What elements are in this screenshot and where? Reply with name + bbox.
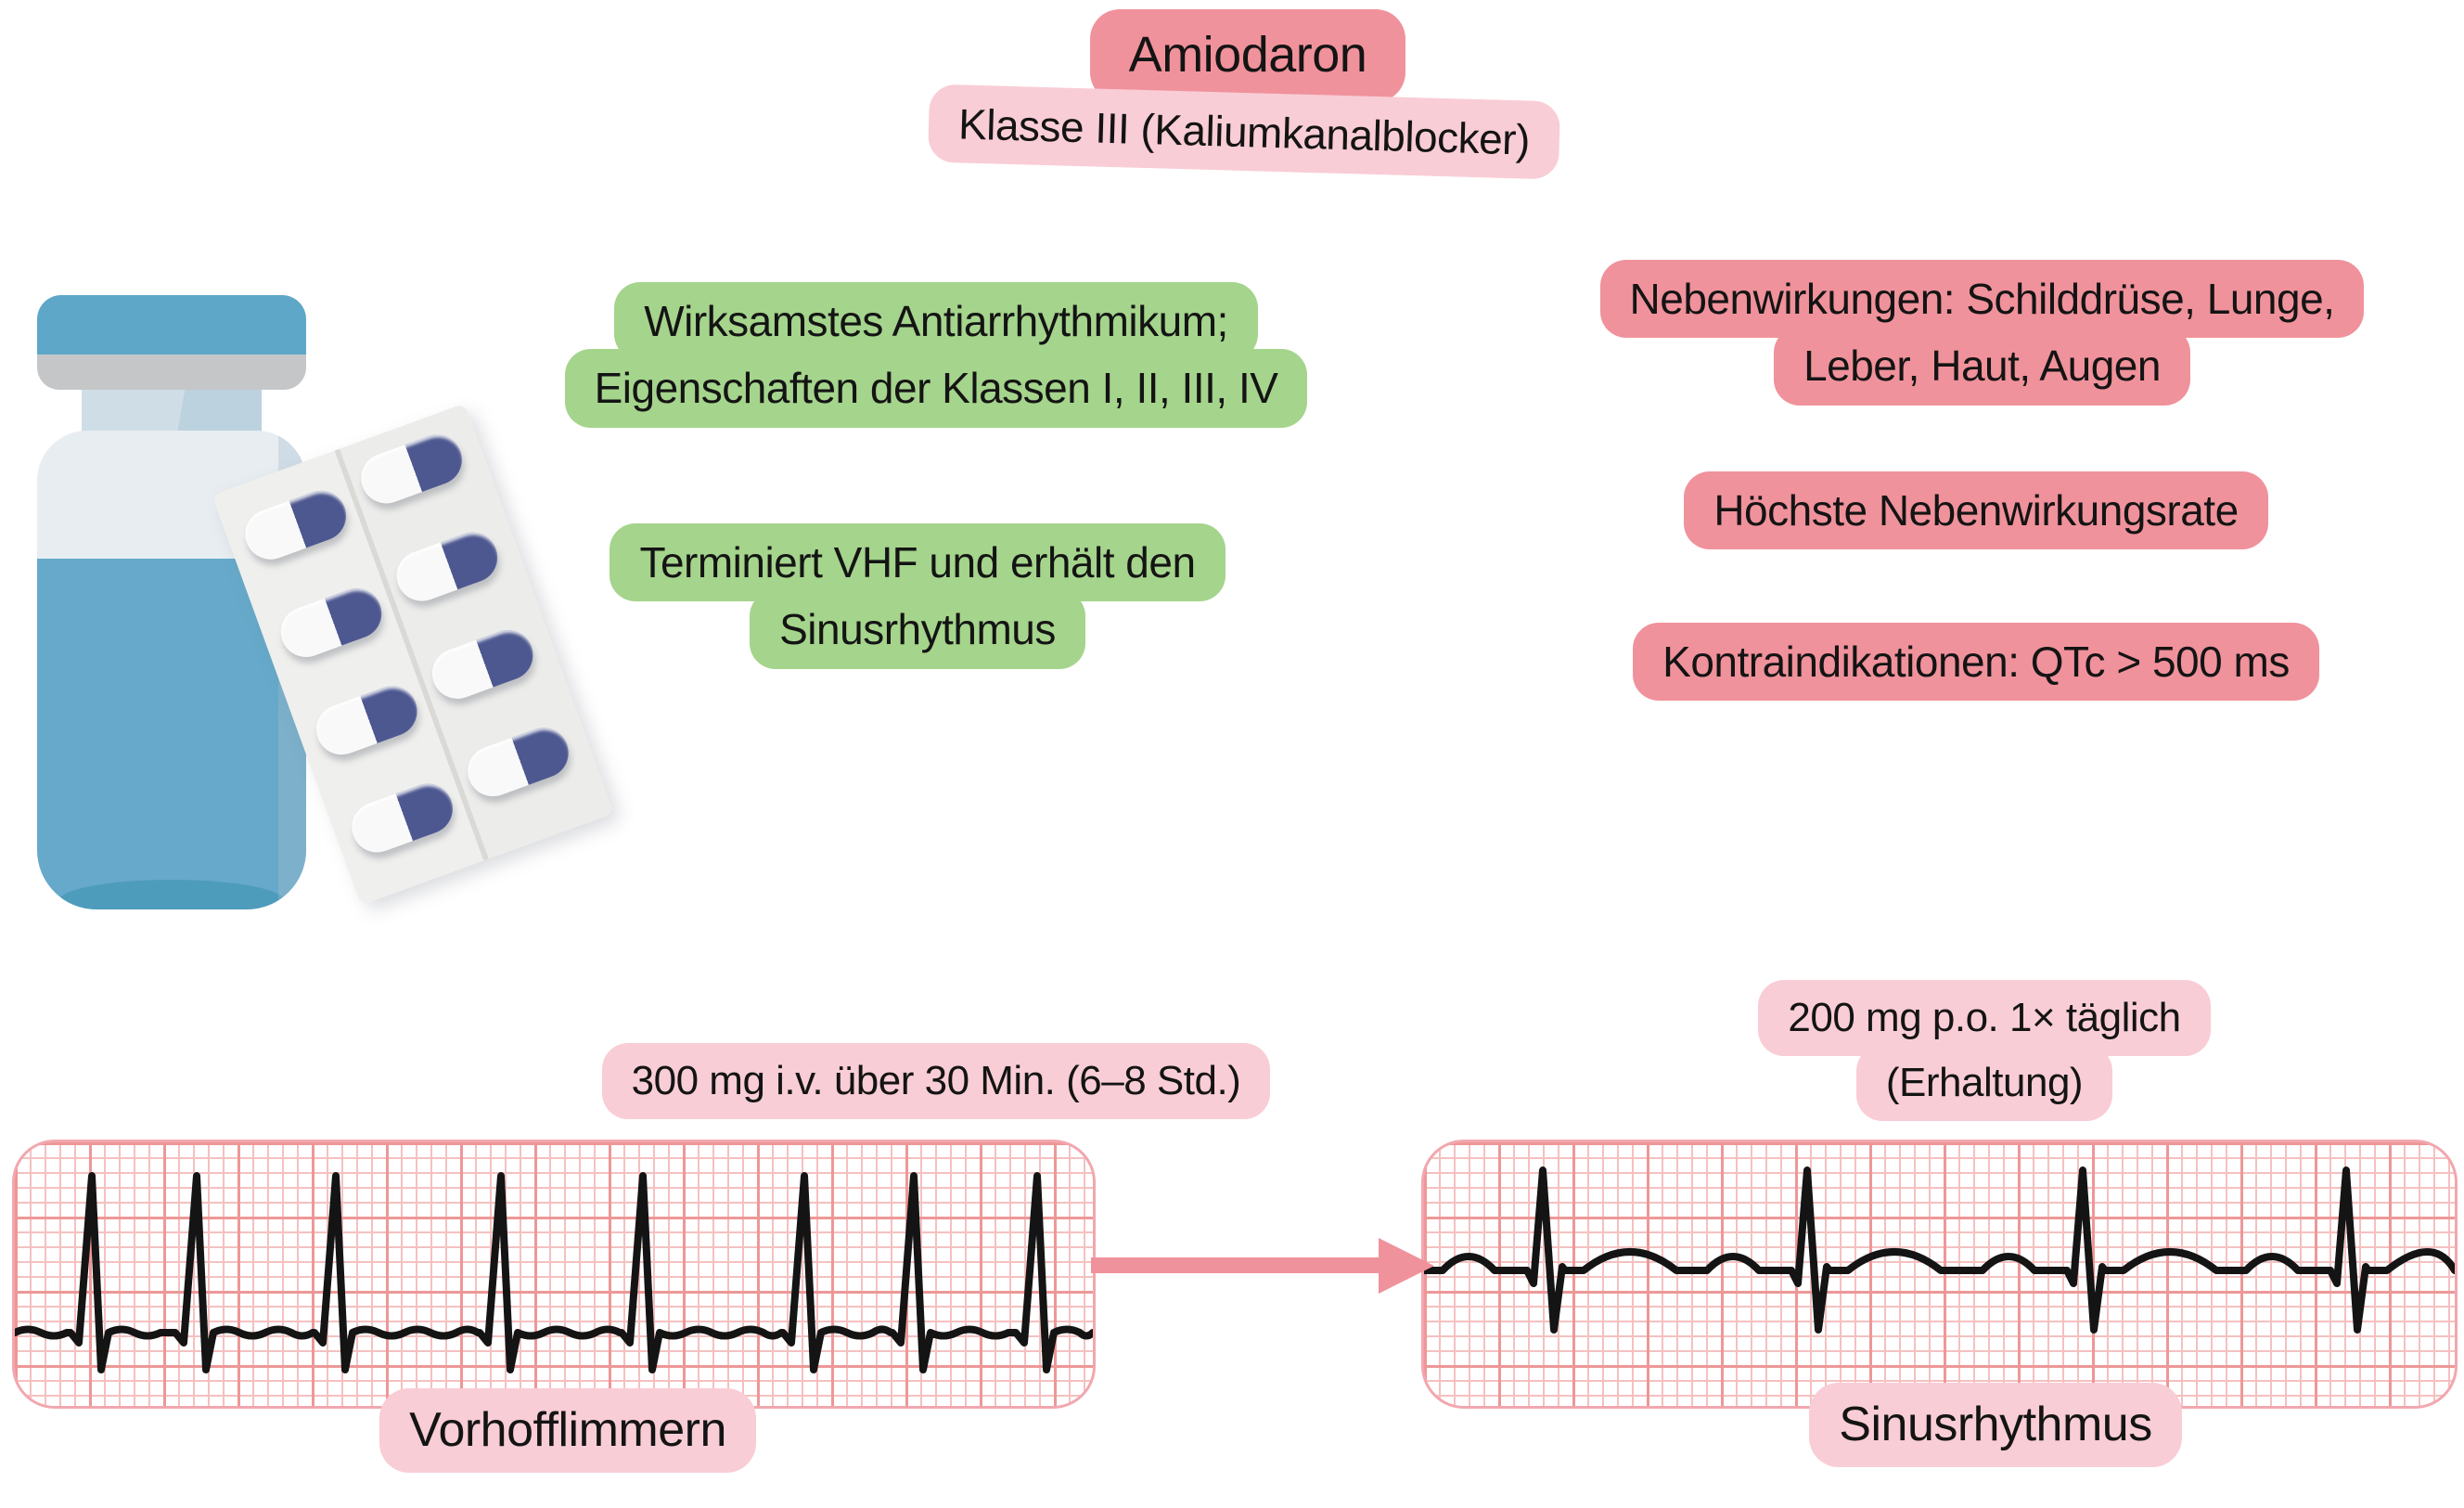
drug-class-label: Klasse III (Kaliumkanalblocker) [927, 84, 1561, 180]
capsule-icon [344, 776, 460, 860]
capsule-icon [390, 525, 505, 609]
capsule-icon [274, 581, 389, 664]
badge-line: 300 mg i.v. über 30 Min. (6–8 Std.) [601, 1043, 1271, 1119]
badge-line: Nebenwirkungen: Schilddrüse, Lunge, [1599, 260, 2365, 339]
vial-cap-band [37, 354, 306, 390]
badge-line: 200 mg p.o. 1× täglich [1758, 980, 2211, 1056]
rhythm-label-sinus: Sinusrhythmus [1770, 1383, 2221, 1468]
benefit-badge-effectiveness: Wirksamstes Antiarrhythmikum; Eigenschaf… [481, 282, 1392, 428]
badge-line: Sinusrhythmus [750, 590, 1085, 669]
ecg-strip-sinus [1421, 1140, 2458, 1409]
warning-badge-side-effect-rate: Höchste Nebenwirkungsrate [1512, 471, 2440, 550]
capsule-icon [460, 720, 576, 804]
arrow-right-icon [1091, 1238, 1434, 1294]
dose-label-oral: 200 mg p.o. 1× täglich (Erhaltung) [1700, 980, 2268, 1121]
warning-badge-side-effects: Nebenwirkungen: Schilddrüse, Lunge, Lebe… [1512, 260, 2452, 406]
badge-line: Sinusrhythmus [1809, 1383, 2182, 1468]
rhythm-label-afib: Vorhofflimmern [320, 1388, 815, 1474]
benefit-badge-termination: Terminiert VHF und erhält den Sinusrhyth… [542, 523, 1293, 669]
vial-neck [82, 390, 262, 434]
capsule-icon [353, 427, 469, 510]
page-title: Amiodaron [1089, 9, 1406, 102]
badge-line: Eigenschaften der Klassen I, II, III, IV [564, 349, 1308, 428]
ecg-strip-afib [12, 1140, 1096, 1409]
badge-line: Leber, Haut, Augen [1774, 327, 2190, 406]
badge-line: Höchste Nebenwirkungsrate [1684, 471, 2268, 550]
vial-liquid-shadow [58, 880, 285, 909]
badge-line: Vorhofflimmern [379, 1388, 756, 1474]
badge-line: Terminiert VHF und erhält den [610, 523, 1226, 602]
capsule-icon [309, 678, 425, 762]
subtitle-badge: Klasse III (Kaliumkanalblocker) [882, 83, 1606, 181]
capsule-icon [425, 623, 541, 706]
ecg-trace-sinus [1424, 1166, 2455, 1334]
badge-line: Kontraindikationen: QTc > 500 ms [1633, 623, 2319, 702]
warning-badge-contraindications: Kontraindikationen: QTc > 500 ms [1512, 623, 2440, 702]
title-badge: Amiodaron [1067, 9, 1429, 102]
ecg-trace-afib [15, 1172, 1093, 1373]
capsule-icon [237, 483, 353, 567]
dose-label-iv: 300 mg i.v. über 30 Min. (6–8 Std.) [493, 1043, 1380, 1119]
vial-cap [37, 295, 306, 354]
badge-line: Wirksamstes Antiarrhythmikum; [614, 282, 1258, 361]
badge-line: (Erhaltung) [1855, 1044, 2113, 1121]
